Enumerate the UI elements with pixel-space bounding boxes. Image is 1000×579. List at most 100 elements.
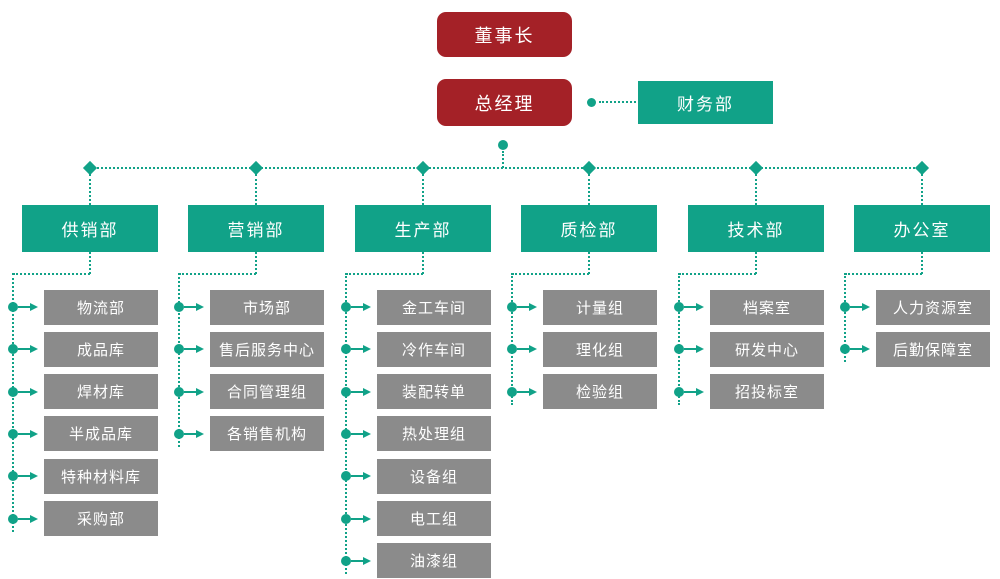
arrow-shaft [684,306,696,308]
child-connector-dot [341,302,351,312]
child-node: 电工组 [377,501,491,536]
connector-dot-gm-finance [587,98,596,107]
general-manager-node: 总经理 [437,79,572,126]
arrow-shaft [517,348,529,350]
connector-line-gm-down [502,151,504,168]
child-node: 成品库 [44,332,158,367]
arrow-head-icon [363,388,371,396]
child-connector-dot [674,302,684,312]
child-node: 档案室 [710,290,824,325]
child-node: 油漆组 [377,543,491,578]
child-node: 后勤保障室 [876,332,990,367]
arrow-head-icon [696,388,704,396]
child-connector-dot [174,344,184,354]
dept-node: 营销部 [188,205,324,252]
elbow-line [346,273,423,275]
child-connector-dot [341,556,351,566]
child-node: 检验组 [543,374,657,409]
branch-diamond [248,160,264,176]
arrow-shaft [351,560,363,562]
dept-stub-line [588,252,590,274]
elbow-line [679,273,756,275]
child-node: 合同管理组 [210,374,324,409]
branch-drop-line [921,174,923,205]
arrow-head-icon [30,388,38,396]
child-connector-dot [174,429,184,439]
child-connector-dot [840,302,850,312]
elbow-line [13,273,90,275]
arrow-head-icon [529,303,537,311]
child-connector-dot [8,387,18,397]
child-node: 售后服务中心 [210,332,324,367]
child-connector-dot [341,471,351,481]
arrow-head-icon [196,303,204,311]
arrow-shaft [351,348,363,350]
child-node: 热处理组 [377,416,491,451]
child-node: 人力资源室 [876,290,990,325]
child-connector-dot [8,429,18,439]
child-connector-dot [507,302,517,312]
arrow-shaft [184,433,196,435]
child-node: 市场部 [210,290,324,325]
arrow-head-icon [30,472,38,480]
arrow-shaft [18,518,30,520]
arrow-head-icon [862,345,870,353]
arrow-shaft [684,391,696,393]
child-node: 金工车间 [377,290,491,325]
child-connector-dot [674,344,684,354]
child-connector-dot [341,514,351,524]
branch-drop-line [422,174,424,205]
arrow-head-icon [696,303,704,311]
arrow-shaft [517,306,529,308]
arrow-head-icon [363,430,371,438]
arrow-head-icon [862,303,870,311]
connector-dot-gm-bottom [498,140,508,150]
arrow-shaft [18,475,30,477]
chairman-node: 董事长 [437,12,572,57]
dept-node: 供销部 [22,205,158,252]
level2-spine [90,167,922,169]
arrow-head-icon [196,388,204,396]
child-node: 焊材库 [44,374,158,409]
child-node: 采购部 [44,501,158,536]
dept-stub-line [422,252,424,274]
child-connector-dot [341,429,351,439]
elbow-line [512,273,589,275]
arrow-head-icon [529,388,537,396]
child-node: 物流部 [44,290,158,325]
arrow-shaft [684,348,696,350]
arrow-head-icon [196,345,204,353]
arrow-head-icon [696,345,704,353]
dept-stub-line [921,252,923,274]
child-connector-dot [174,387,184,397]
arrow-shaft [184,391,196,393]
child-spine [511,273,513,405]
child-node: 半成品库 [44,416,158,451]
connector-line-gm-finance [599,101,636,103]
arrow-shaft [351,391,363,393]
arrow-head-icon [30,515,38,523]
arrow-shaft [351,518,363,520]
child-node: 特种材料库 [44,459,158,494]
child-spine [345,273,347,574]
arrow-shaft [351,475,363,477]
child-spine [12,273,14,532]
child-connector-dot [8,344,18,354]
arrow-shaft [184,306,196,308]
arrow-head-icon [363,557,371,565]
child-node: 设备组 [377,459,491,494]
arrow-shaft [351,306,363,308]
child-spine [678,273,680,405]
arrow-shaft [517,391,529,393]
branch-drop-line [89,174,91,205]
arrow-shaft [850,348,862,350]
child-node: 理化组 [543,332,657,367]
dept-node: 办公室 [854,205,990,252]
branch-diamond [914,160,930,176]
child-connector-dot [8,471,18,481]
child-node: 研发中心 [710,332,824,367]
elbow-line [845,273,922,275]
arrow-head-icon [196,430,204,438]
arrow-shaft [18,306,30,308]
